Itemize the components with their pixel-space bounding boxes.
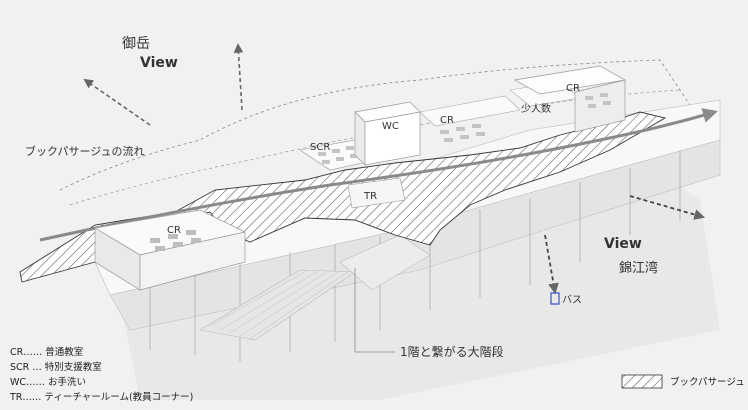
- label-passage-flow: ブックパサージュの流れ: [25, 144, 144, 158]
- legend-hatch-swatch: [621, 374, 663, 389]
- label-mountain: 御岳: [122, 36, 150, 52]
- legend-cr: CR…… 普通教室: [10, 346, 83, 358]
- bus-icon: [550, 292, 560, 305]
- legend-wc: WC…… お手洗い: [10, 376, 86, 388]
- room-tr-box: [347, 177, 406, 209]
- passage-flow-arrow: [39, 108, 718, 242]
- label-stair: 1階と繋がる大階段: [400, 344, 504, 359]
- room-label-tr: TR: [363, 191, 377, 202]
- legend-tr: TR…… ティーチャールーム(教員コーナー): [9, 391, 193, 403]
- view-arrow-right: [629, 195, 706, 220]
- legend-passage: ブックパサージュ: [670, 376, 745, 388]
- room-label-wc: WC: [382, 121, 399, 132]
- room-label-cr-right: CR: [566, 83, 580, 94]
- view-arrow-down: [544, 234, 559, 295]
- room-label-scr: SCR: [310, 142, 330, 153]
- label-view-right: View: [604, 236, 642, 252]
- room-cr-left-box: [94, 209, 247, 291]
- label-bay: 錦江湾: [619, 260, 658, 276]
- room-label-small: 少人数: [521, 102, 551, 115]
- view-arrow-left: [83, 78, 151, 126]
- room-label-cr-left: CR: [167, 225, 181, 236]
- view-arrow-up: [233, 43, 244, 111]
- room-label-cr-mid: CR: [440, 115, 454, 126]
- room-cr-right-box: [513, 65, 627, 133]
- room-wc-box: [354, 101, 421, 166]
- label-bus: バス: [562, 294, 582, 306]
- room-cr-mid-box: [419, 95, 521, 142]
- legend-scr: SCR … 特別支援教室: [10, 361, 102, 373]
- label-view-top: View: [140, 55, 178, 71]
